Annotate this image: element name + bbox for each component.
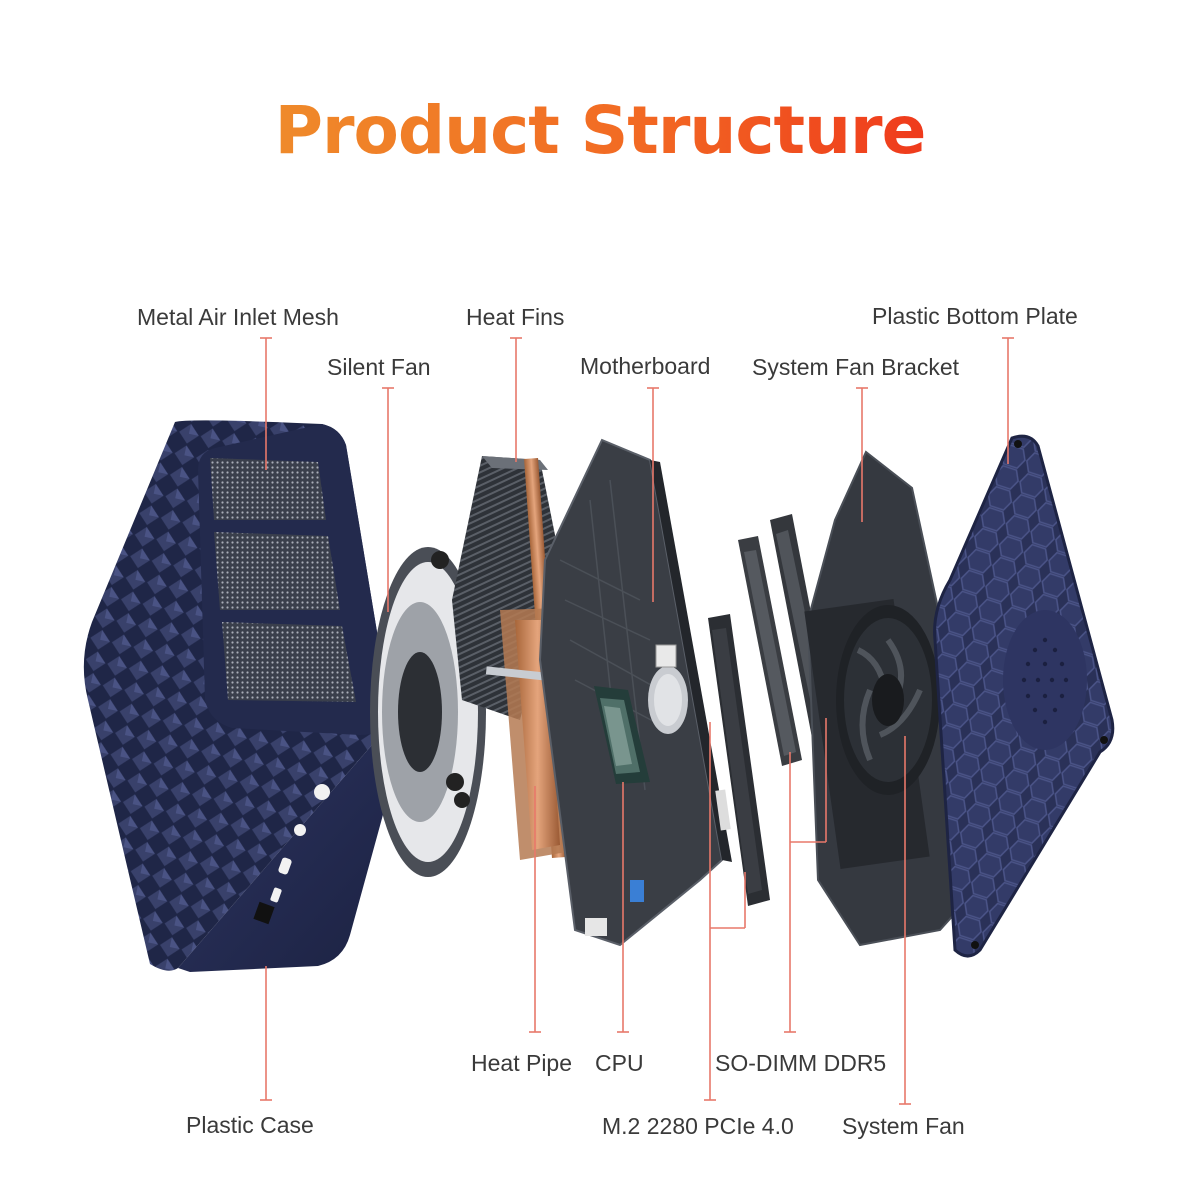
label-plastic-bottom-plate: Plastic Bottom Plate [872,303,1078,329]
label-system-fan-bracket: System Fan Bracket [752,354,960,380]
label-system-fan: System Fan [842,1113,965,1139]
m2-ssd [708,614,770,906]
label-motherboard: Motherboard [580,353,711,379]
port-icon [314,784,330,800]
label-heat-fins: Heat Fins [466,304,565,330]
motherboard [538,438,732,947]
label-metal-air-inlet-mesh: Metal Air Inlet Mesh [137,304,339,330]
plastic-case [83,420,399,972]
cpu [594,686,650,784]
label-plastic-case: Plastic Case [186,1112,314,1138]
label-m2-ssd: M.2 2280 PCIe 4.0 [602,1113,794,1139]
label-silent-fan: Silent Fan [327,354,431,380]
label-cpu: CPU [595,1050,644,1076]
system-fan [836,605,940,795]
plastic-bottom-plate [933,434,1115,958]
label-so-dimm-ddr5: SO-DIMM DDR5 [715,1050,887,1076]
page-title: Product Structure [274,92,927,169]
metal-air-inlet-mesh [210,458,326,520]
leader-lines [260,337,1014,1105]
label-heat-pipe: Heat Pipe [471,1050,573,1076]
